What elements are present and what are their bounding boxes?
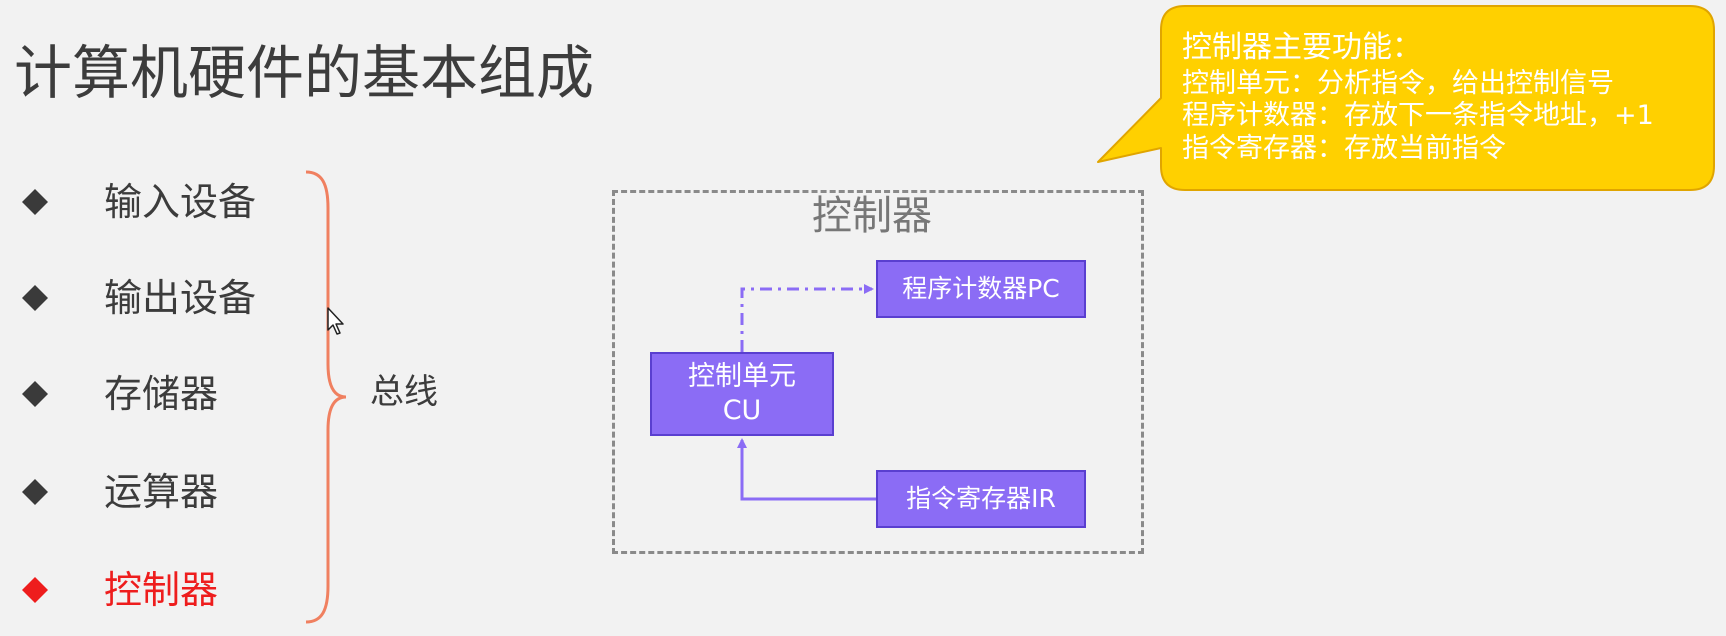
controller-title: 控制器 <box>812 193 932 239</box>
list-item-label: 存储器 <box>104 372 219 416</box>
callout-heading: 控制器主要功能： <box>1182 30 1422 65</box>
program-counter-label: 程序计数器PC <box>902 274 1060 304</box>
list-item-memory: 存储器 <box>20 364 218 424</box>
diamond-bullet-icon <box>20 187 50 217</box>
diamond-bullet-icon <box>20 379 50 409</box>
instruction-register-block: 指令寄存器IR <box>876 470 1086 528</box>
slide-title: 计算机硬件的基本组成 <box>14 39 595 107</box>
diamond-bullet-icon <box>20 477 50 507</box>
list-item-label: 输入设备 <box>104 180 257 224</box>
callout-text: 控制器主要功能： 控制单元：分析指令，给出控制信号 程序计数器：存放下一条指令地… <box>1182 30 1712 165</box>
bus-label: 总线 <box>370 372 438 412</box>
program-counter-block: 程序计数器PC <box>876 260 1086 318</box>
diamond-bullet-icon <box>20 283 50 313</box>
callout-line-program-counter: 程序计数器：存放下一条指令地址，+1 <box>1182 100 1654 132</box>
instruction-register-label: 指令寄存器IR <box>906 484 1056 514</box>
control-unit-abbrev: CU <box>722 395 762 426</box>
list-item-label: 控制器 <box>104 568 219 612</box>
list-item-label: 运算器 <box>104 470 219 514</box>
list-item-controller: 控制器 <box>20 560 218 620</box>
curly-brace-icon <box>305 170 347 624</box>
callout-line-instruction-register: 指令寄存器：存放当前指令 <box>1182 132 1506 164</box>
control-unit-label: 控制单元 <box>688 361 796 393</box>
controller-boundary <box>612 190 1144 554</box>
list-item-output-device: 输出设备 <box>20 268 256 328</box>
diamond-bullet-icon <box>20 575 50 605</box>
mouse-pointer-icon <box>327 307 344 335</box>
list-item-alu: 运算器 <box>20 462 218 522</box>
list-item-input-device: 输入设备 <box>20 172 256 232</box>
list-item-label: 输出设备 <box>104 276 257 320</box>
control-unit-block: 控制单元 CU <box>650 352 834 436</box>
callout-line-control-unit: 控制单元：分析指令，给出控制信号 <box>1182 68 1614 99</box>
